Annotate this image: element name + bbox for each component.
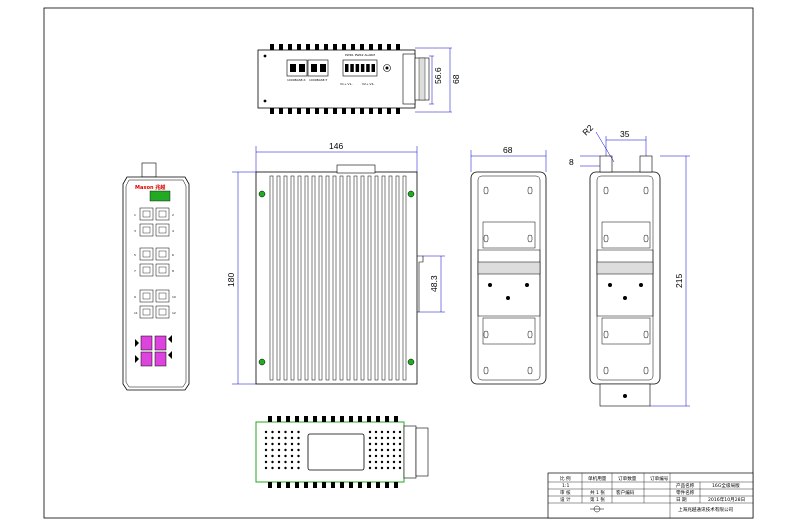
tb-r3-c1: 第 1 张 — [590, 496, 605, 503]
terminal-label: PWR1 PWR2 ALARM — [345, 53, 375, 57]
sfp-slot-2 — [154, 335, 167, 351]
port-number: 9 — [134, 295, 136, 299]
dim-side-width: 146 — [329, 141, 343, 151]
tb-r0-c3: 订单编号 — [650, 475, 669, 482]
dim-rail: 48.3 — [429, 275, 439, 292]
port-number: 1 — [134, 213, 136, 217]
tb-r3-c4: 2016年10月28日 — [708, 496, 745, 503]
port-number: 7 — [134, 269, 136, 273]
terminal-sub-1: V1+ V1- — [340, 82, 352, 86]
port-number: 11 — [134, 311, 138, 315]
port-number: 4 — [172, 229, 174, 233]
tb-r2-c3: 零件名称 — [676, 489, 695, 496]
port-number: 2 — [172, 213, 174, 217]
dim-top-outer: 68 — [451, 74, 461, 84]
terminal-sub-2: V2+ V2- — [362, 82, 374, 86]
rail-view: 35 8 R2 215 — [569, 122, 690, 407]
brand-logo: Maxon 兆越 — [135, 184, 166, 191]
port-label-2: 1000BASE-T — [309, 78, 327, 82]
dim-top-inner: 56.6 — [433, 67, 443, 84]
sfp-slot-1 — [140, 335, 153, 351]
din-clip — [417, 255, 424, 313]
tb-r0-c0: 比 例 — [560, 475, 571, 482]
dim-back-width: 68 — [503, 145, 513, 155]
tb-r2-c2: 客户编码 — [616, 489, 635, 496]
title-block: 比 例 单机用量 订单数量 订单编号 1:1 产品名称 16G全级局版 审 核 … — [547, 472, 754, 519]
tb-r2-c1: 共 1 张 — [590, 489, 605, 496]
bottom-view — [255, 416, 429, 488]
port-number: 12 — [172, 311, 176, 315]
power-terminal — [149, 190, 171, 202]
tb-r3-c0: 设 计 — [560, 496, 571, 503]
tb-r3-c3: 日 期 — [676, 497, 687, 503]
dim-rail-radius: R2 — [580, 122, 595, 137]
port-number: 3 — [134, 229, 136, 233]
port-number: 10 — [172, 295, 176, 299]
projection-symbol-icon — [590, 505, 604, 513]
top-view-fins — [270, 44, 400, 114]
tb-company: 上海兆越通讯技术有限公司 — [678, 506, 734, 513]
dim-rail-spacing: 35 — [620, 129, 630, 139]
sfp-slot-4 — [154, 351, 167, 367]
tb-r2-c0: 审 核 — [560, 489, 571, 496]
tb-r1-c4: 16G全级局版 — [712, 482, 740, 489]
top-view: 1000BASE-X 1000BASE-T PWR1 PWR2 ALARM V1… — [257, 44, 461, 114]
port-number: 6 — [172, 253, 174, 257]
dim-rail-hole: 8 — [569, 157, 574, 167]
drawing-frame — [43, 7, 754, 519]
dim-rail-height: 215 — [674, 274, 684, 288]
port-number: 8 — [172, 269, 174, 273]
tb-r0-c1: 单机用量 — [588, 475, 607, 482]
port-label-1: 1000BASE-X — [287, 78, 306, 82]
tb-r1-c3: 产品名称 — [676, 482, 695, 489]
dim-side-height: 180 — [226, 273, 236, 287]
port-number: 5 — [134, 253, 136, 257]
side-view: 146 180 48.3 — [226, 141, 445, 385]
tb-r1-c0: 1:1 — [562, 483, 569, 489]
tb-r0-c2: 订单数量 — [618, 475, 637, 482]
back-view: 68 — [470, 145, 547, 385]
sfp-slot-3 — [140, 351, 153, 367]
